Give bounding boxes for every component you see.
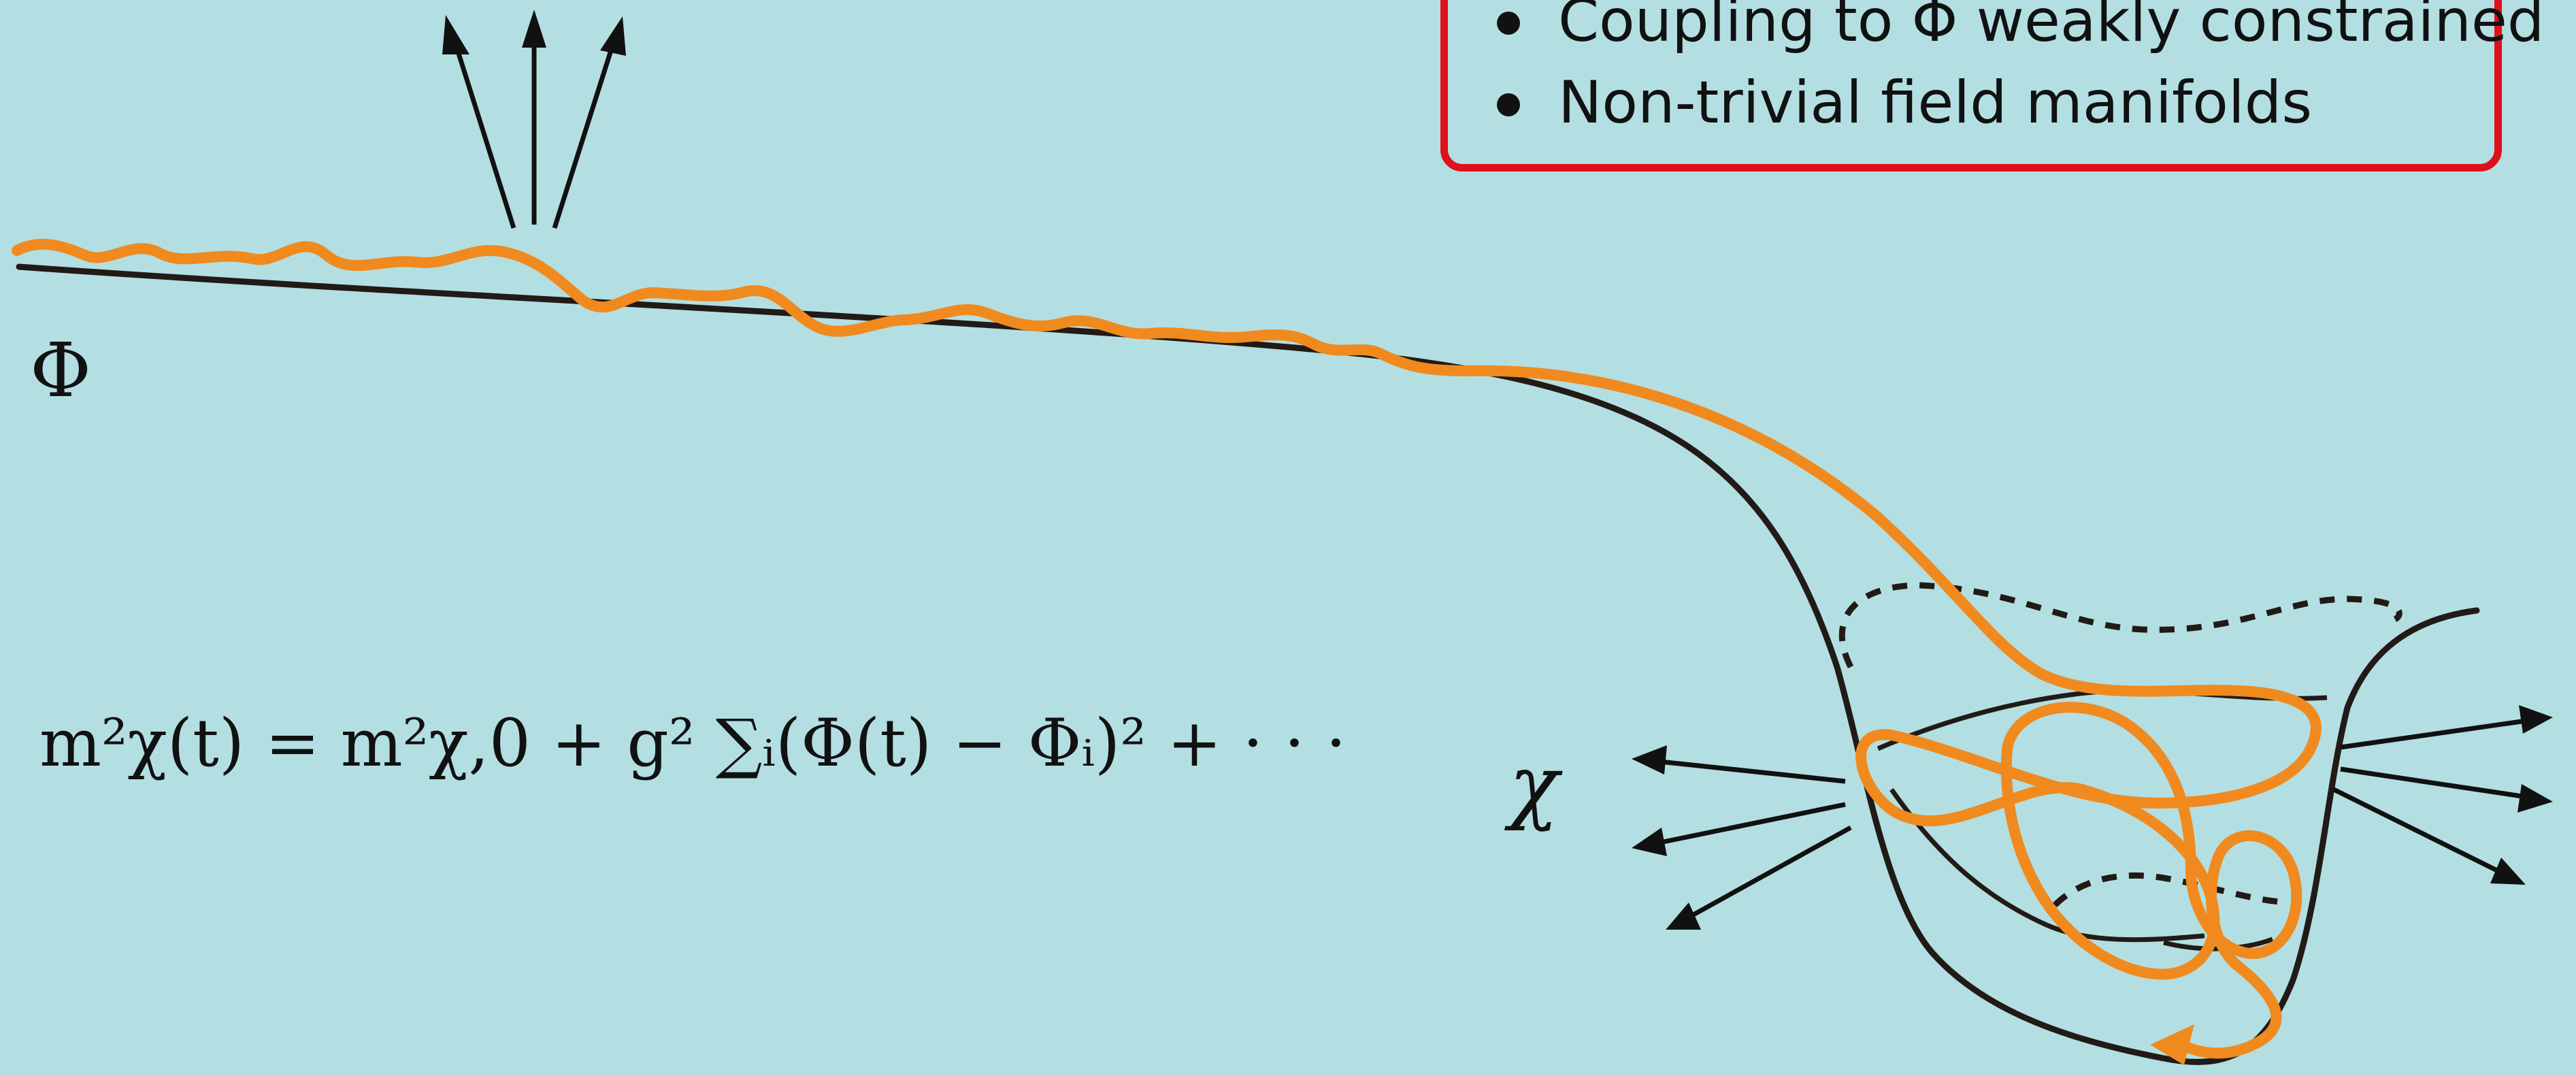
valley-dashed-rim — [1842, 585, 2399, 667]
left-arrows — [1632, 745, 1851, 930]
mass-equation: m²χ(t) = m²χ,0 + g² ∑ᵢ(Φ(t) − Φᵢ)² + · ·… — [39, 705, 1347, 781]
info-item-manifolds: Non-trivial field manifolds — [1497, 62, 2544, 144]
potential-slope-curve — [19, 267, 2477, 1062]
upward-arrows — [442, 10, 626, 228]
info-list: Coupling to Φ weakly constrained Non-tri… — [1497, 0, 2544, 144]
phi-label: Φ — [30, 327, 91, 414]
chi-label: χ — [1509, 738, 1559, 833]
valley-inner-line — [1878, 690, 2327, 749]
right-arrows — [2334, 705, 2553, 885]
field-trajectory — [17, 244, 2316, 1054]
valley-inner-line — [1892, 789, 2205, 940]
valley-dashed-inner — [2055, 875, 2279, 905]
info-item-coupling: Coupling to Φ weakly constrained — [1497, 0, 2544, 62]
info-box: Coupling to Φ weakly constrained Non-tri… — [1440, 0, 2502, 172]
